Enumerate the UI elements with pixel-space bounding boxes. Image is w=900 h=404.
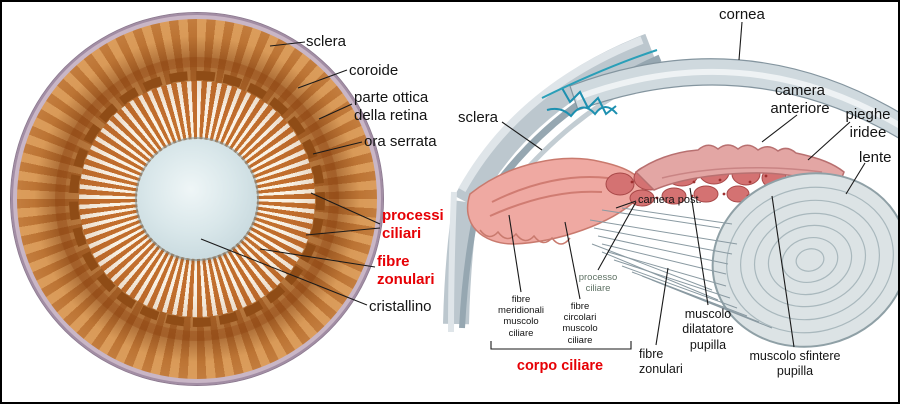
lens-lamellae bbox=[726, 186, 894, 334]
lens-shape bbox=[711, 172, 898, 348]
label-coroide: coroide bbox=[349, 62, 399, 79]
cornea-shape bbox=[569, 58, 898, 139]
label-sclera-right: sclera bbox=[458, 109, 499, 126]
label-fibre-circolari: fibre circolari muscolo ciliare bbox=[562, 301, 598, 346]
corpo-ciliare-bracket bbox=[490, 341, 632, 350]
ciliary-processes-ring bbox=[69, 71, 325, 327]
label-muscolo-sfintere: muscolo sfintere pupilla bbox=[749, 349, 841, 379]
label-cristallino: cristallino bbox=[369, 298, 432, 315]
limbal-vessels bbox=[541, 49, 658, 118]
label-camera-post: camera post. bbox=[638, 194, 702, 206]
ciliary-muscle bbox=[466, 157, 644, 245]
label-corpo-ciliare: corpo ciliare bbox=[516, 358, 604, 374]
label-muscolo-dilatatore: muscolo dilatatore pupilla bbox=[682, 307, 734, 352]
ora-serrata-ring bbox=[55, 57, 339, 341]
label-processo-ciliare: processo ciliare bbox=[578, 272, 618, 295]
crystalline-lens bbox=[137, 139, 257, 259]
label-ora-serrata: ora serrata bbox=[364, 133, 437, 150]
zonular-fibers-fan bbox=[589, 207, 773, 329]
label-fibre-zonulari-left: fibre zonulari bbox=[377, 253, 435, 289]
label-pieghe-iridee: pieghe iridee bbox=[845, 106, 891, 142]
iris-shape bbox=[634, 144, 845, 191]
label-fibre-zonulari-right: fibre zonulari bbox=[639, 347, 683, 377]
label-camera-anteriore: camera anteriore bbox=[770, 82, 830, 118]
label-lente: lente bbox=[859, 149, 892, 166]
label-sclera-left: sclera bbox=[306, 33, 347, 50]
leader-lines bbox=[200, 21, 866, 350]
label-parte-ottica: parte ottica della retina bbox=[354, 89, 429, 125]
label-processi-ciliari: processi ciliari bbox=[382, 207, 444, 243]
label-fibre-meridionali: fibre meridionali muscolo ciliare bbox=[498, 294, 544, 339]
label-cornea: cornea bbox=[719, 6, 765, 23]
eye-frontal-illustration bbox=[11, 13, 383, 385]
